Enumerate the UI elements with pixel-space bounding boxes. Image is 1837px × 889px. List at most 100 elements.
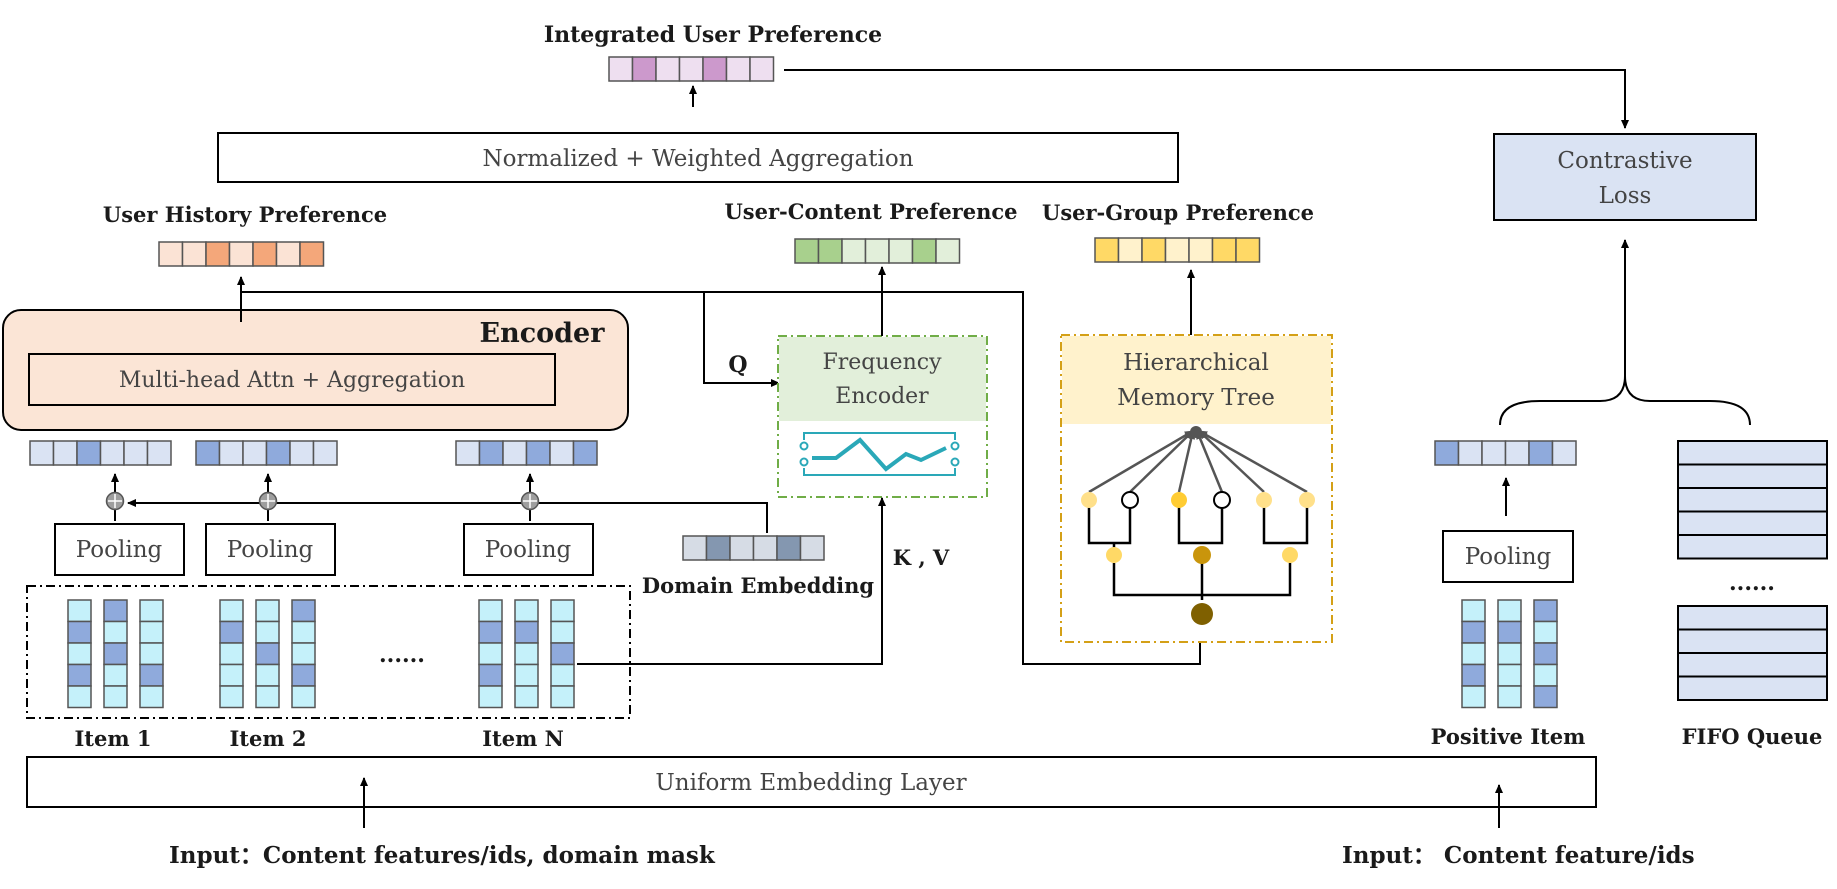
pooled2-cell	[218, 440, 244, 466]
memory-tree-label-2: Memory Tree	[1117, 385, 1275, 411]
uniform-embedding-label: Uniform Embedding Layer	[655, 770, 966, 796]
pooled1-cell	[146, 440, 172, 466]
positive-pooled-cell	[1457, 440, 1483, 466]
item1-cell	[139, 620, 164, 644]
item1-columns	[67, 599, 164, 709]
group-pref-label: User-Group Preference	[1042, 200, 1314, 225]
fifo-slot	[1677, 487, 1828, 513]
item2-cell	[219, 663, 244, 687]
positive-cell	[1533, 620, 1558, 644]
encoder-label: Encoder	[480, 318, 606, 349]
frequency-label-2: Encoder	[835, 384, 929, 409]
item1-cell	[103, 642, 128, 666]
positive-pooled-cell	[1528, 440, 1554, 466]
item1-cell	[67, 685, 92, 709]
positive-pooled-cell	[1551, 440, 1577, 466]
contrastive-loss-box	[1493, 133, 1757, 221]
itemN-cell	[514, 685, 539, 709]
positive-pooled-cell	[1481, 440, 1507, 466]
itemN-cell	[478, 685, 503, 709]
pooling-label-item1: Pooling	[76, 537, 163, 563]
pooled3-cell	[549, 440, 575, 466]
itemN-cell	[514, 642, 539, 666]
fifo-slot	[1677, 534, 1828, 560]
positive-cell	[1497, 685, 1522, 709]
content-pref-label: User-Content Preference	[724, 199, 1017, 224]
plus-icon-3	[520, 491, 540, 511]
item1-cell	[139, 685, 164, 709]
memory-tree-label-1: Hierarchical	[1123, 350, 1269, 376]
positive-item-columns	[1461, 599, 1558, 709]
itemN-cell	[550, 620, 575, 644]
item2-cell	[219, 620, 244, 644]
content-cell	[864, 238, 890, 264]
fifo-slot	[1677, 675, 1828, 701]
fifo-ellipsis: ......	[1729, 570, 1775, 596]
item2-cell	[255, 620, 280, 644]
item1-cell	[139, 663, 164, 687]
group-pref-vector	[1094, 237, 1261, 263]
contrastive-loss-label-2: Loss	[1599, 183, 1652, 209]
itemN-cell	[478, 663, 503, 687]
fifo-slot	[1677, 463, 1828, 489]
norm-agg-label: Normalized + Weighted Aggregation	[482, 146, 913, 172]
group-cell	[1117, 237, 1143, 263]
history-cell	[275, 241, 301, 267]
domain-cell	[752, 535, 778, 561]
positive-pooled-cell	[1434, 440, 1460, 466]
item1-cell	[67, 620, 92, 644]
pooling-label-positive: Pooling	[1465, 544, 1552, 570]
pooled3-cell	[572, 440, 598, 466]
positive-item-label: Positive Item	[1431, 724, 1586, 749]
kv-label: K , V	[893, 545, 950, 570]
item2-cell	[291, 599, 316, 623]
item1-cell	[103, 685, 128, 709]
positive-cell	[1461, 620, 1486, 644]
integrated-pref-vector	[608, 56, 775, 82]
group-cell	[1211, 237, 1237, 263]
wave-icon	[799, 432, 960, 476]
pooling-box-itemN	[463, 523, 594, 576]
integrated-cell	[655, 56, 681, 82]
contrastive-loss-label-1: Contrastive	[1557, 148, 1692, 174]
positive-cell	[1497, 663, 1522, 687]
item1-cell	[103, 663, 128, 687]
plus-icon-2	[258, 491, 278, 511]
pooling-box-item1	[54, 523, 185, 576]
content-cell	[817, 238, 843, 264]
itemN-cell	[514, 663, 539, 687]
domain-cell	[799, 535, 825, 561]
input-right-label: Input： Content feature/ids	[1342, 842, 1695, 869]
item2-cell	[255, 599, 280, 623]
item2-cell	[291, 642, 316, 666]
integrated-cell	[702, 56, 728, 82]
itemN-cell	[514, 599, 539, 623]
positive-cell	[1533, 663, 1558, 687]
q-label: Q	[728, 352, 747, 378]
pooled1-cell	[99, 440, 125, 466]
content-cell	[794, 238, 820, 264]
content-cell	[888, 238, 914, 264]
domain-cell	[776, 535, 802, 561]
pooled2-cell	[195, 440, 221, 466]
line-q-to-frequency	[703, 292, 780, 387]
itemN-cell	[478, 620, 503, 644]
positive-cell	[1497, 642, 1522, 666]
tree-graph	[1081, 426, 1315, 625]
integrated-cell	[608, 56, 634, 82]
item1-cell	[139, 642, 164, 666]
positive-cell	[1497, 620, 1522, 644]
pooled3-cell	[502, 440, 528, 466]
pooled-vector-item2	[195, 440, 338, 466]
pooled1-cell	[29, 440, 55, 466]
positive-cell	[1461, 642, 1486, 666]
items-frame	[26, 585, 631, 719]
integrated-pref-label: Integrated User Preference	[544, 22, 882, 48]
history-pref-vector	[158, 241, 325, 267]
group-cell	[1235, 237, 1261, 263]
plus-icon-1	[105, 491, 125, 511]
memory-tree-header	[1062, 336, 1331, 424]
integrated-cell	[631, 56, 657, 82]
item1-cell	[67, 599, 92, 623]
